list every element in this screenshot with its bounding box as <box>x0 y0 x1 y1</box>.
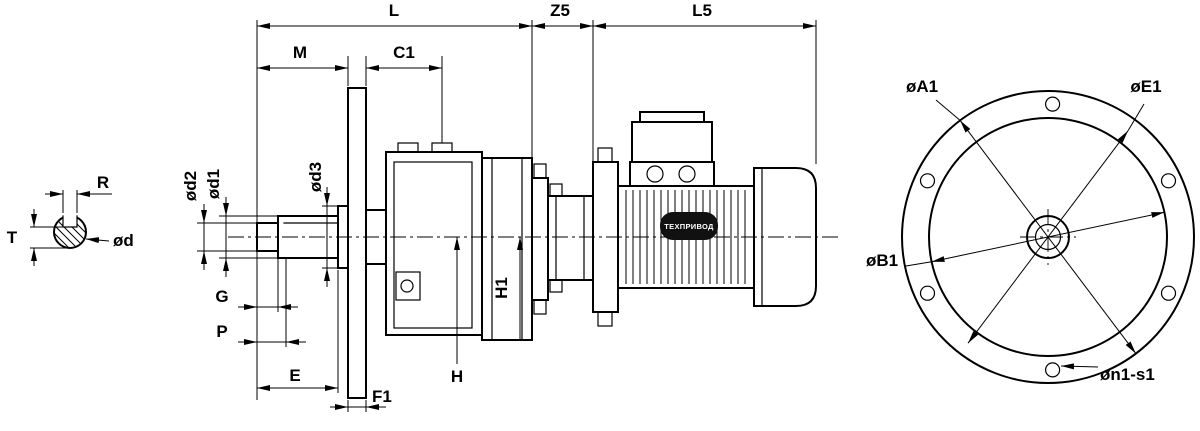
terminal-box-pedestal <box>629 161 715 187</box>
dim-label-n1s1: øn1-s1 <box>1100 365 1155 384</box>
dim-label-d2: ød2 <box>181 171 200 201</box>
flange-spigot-circle <box>928 117 1168 357</box>
dim-label-H1: H1 <box>492 277 511 299</box>
cooling-fins <box>625 190 746 284</box>
dim-label-d1: ød1 <box>204 169 223 199</box>
dim-label-d3: ød3 <box>306 162 325 192</box>
dim-label-C1: C1 <box>393 43 415 62</box>
oil-plug <box>400 279 414 293</box>
brand-badge <box>660 212 718 240</box>
motor-adapter <box>531 163 594 315</box>
dim-label-T: T <box>7 228 18 247</box>
dim-label-L: L <box>389 1 399 20</box>
gearbox-housing <box>385 142 533 341</box>
dim-label-Z5: Z5 <box>550 1 570 20</box>
dim-label-B1: øB1 <box>866 251 898 270</box>
terminal-box <box>631 121 713 163</box>
dim-label-P: P <box>216 322 227 341</box>
dim-label-R: R <box>97 173 109 192</box>
flange-front-view: øA1 øE1 øB1 øn1-s1 <box>866 77 1195 384</box>
cable-gland <box>678 165 696 183</box>
flange-outer-circle <box>901 90 1195 384</box>
hatching <box>54 216 86 248</box>
dim-label-G: G <box>215 287 228 306</box>
dim-label-H: H <box>451 367 463 386</box>
dim-label-E1: øE1 <box>1130 77 1161 96</box>
dim-label-M: M <box>293 43 307 62</box>
keyway-outline <box>62 215 78 228</box>
side-view: ТЕХПРИВОД L Z5 L5 M C1 <box>181 1 838 412</box>
keyway-notch <box>63 213 77 227</box>
brand-badge-text: ТЕХПРИВОД <box>664 222 714 231</box>
cable-gland <box>646 165 664 183</box>
dimension-lines: L Z5 L5 M C1 ød2 ød1 <box>181 1 817 412</box>
bolt-holes <box>919 96 1177 378</box>
dim-label-E: E <box>289 366 300 385</box>
shaft-cross-section-detail: R T ød <box>7 173 134 266</box>
terminal-box-lid <box>639 111 705 123</box>
fan-cowl <box>753 167 817 307</box>
electric-motor: ТЕХПРИВОД <box>592 111 817 327</box>
dim-label-d: ød <box>113 231 134 250</box>
dim-label-A1: øA1 <box>906 77 938 96</box>
mounting-flange <box>347 87 367 399</box>
dim-label-F1: F1 <box>372 387 392 406</box>
dim-label-L5: L5 <box>692 1 712 20</box>
